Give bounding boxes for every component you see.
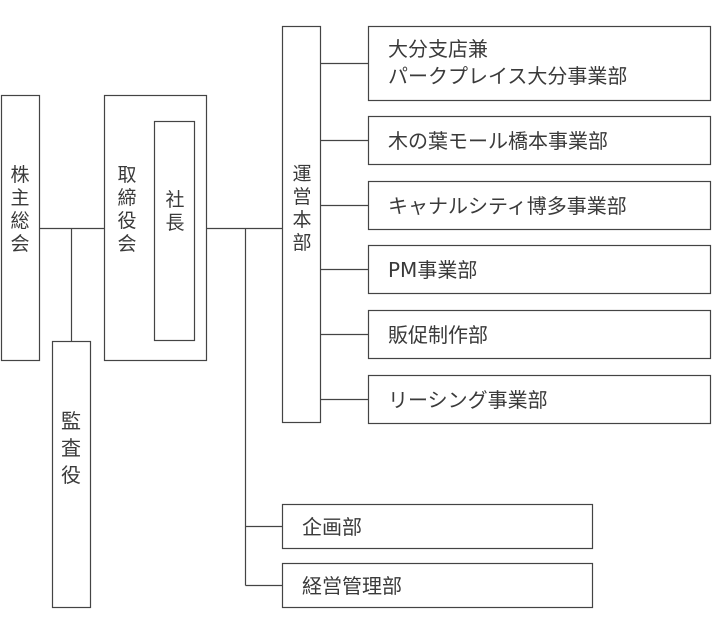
planning-label: 企画部 [302,515,362,539]
dept-box-0 [367,25,712,102]
board-box [103,94,208,362]
dept-box-2 [367,180,712,231]
planning-box [281,503,594,550]
management-label: 経営管理部 [302,574,402,598]
dept-box-4 [367,309,712,360]
operations-hq-box [281,25,322,424]
shareholders-box [0,94,41,362]
dept-label-4: 販促制作部 [388,323,488,347]
dept-label-1: 木の葉モール橋本事業部 [388,129,608,153]
dept-label-2: キャナルシティ博多事業部 [388,194,627,218]
president-box [153,120,196,342]
shareholders-label: 株主総会 [10,164,29,255]
dept-label-3: PM事業部 [388,258,477,282]
management-box [281,562,594,609]
dept-box-1 [367,115,712,166]
president-label: 社長 [165,189,184,234]
auditor-label: 監査役 [61,409,81,487]
dept-box-3 [367,244,712,295]
auditor-box [51,340,92,609]
dept-label-0: 大分支店兼 パークプレイス大分事業部 [388,37,627,88]
operations-hq-label: 運営本部 [292,163,311,254]
dept-label-5: リーシング事業部 [388,388,548,412]
dept-box-5 [367,374,712,425]
board-label: 取締役会 [117,164,136,255]
